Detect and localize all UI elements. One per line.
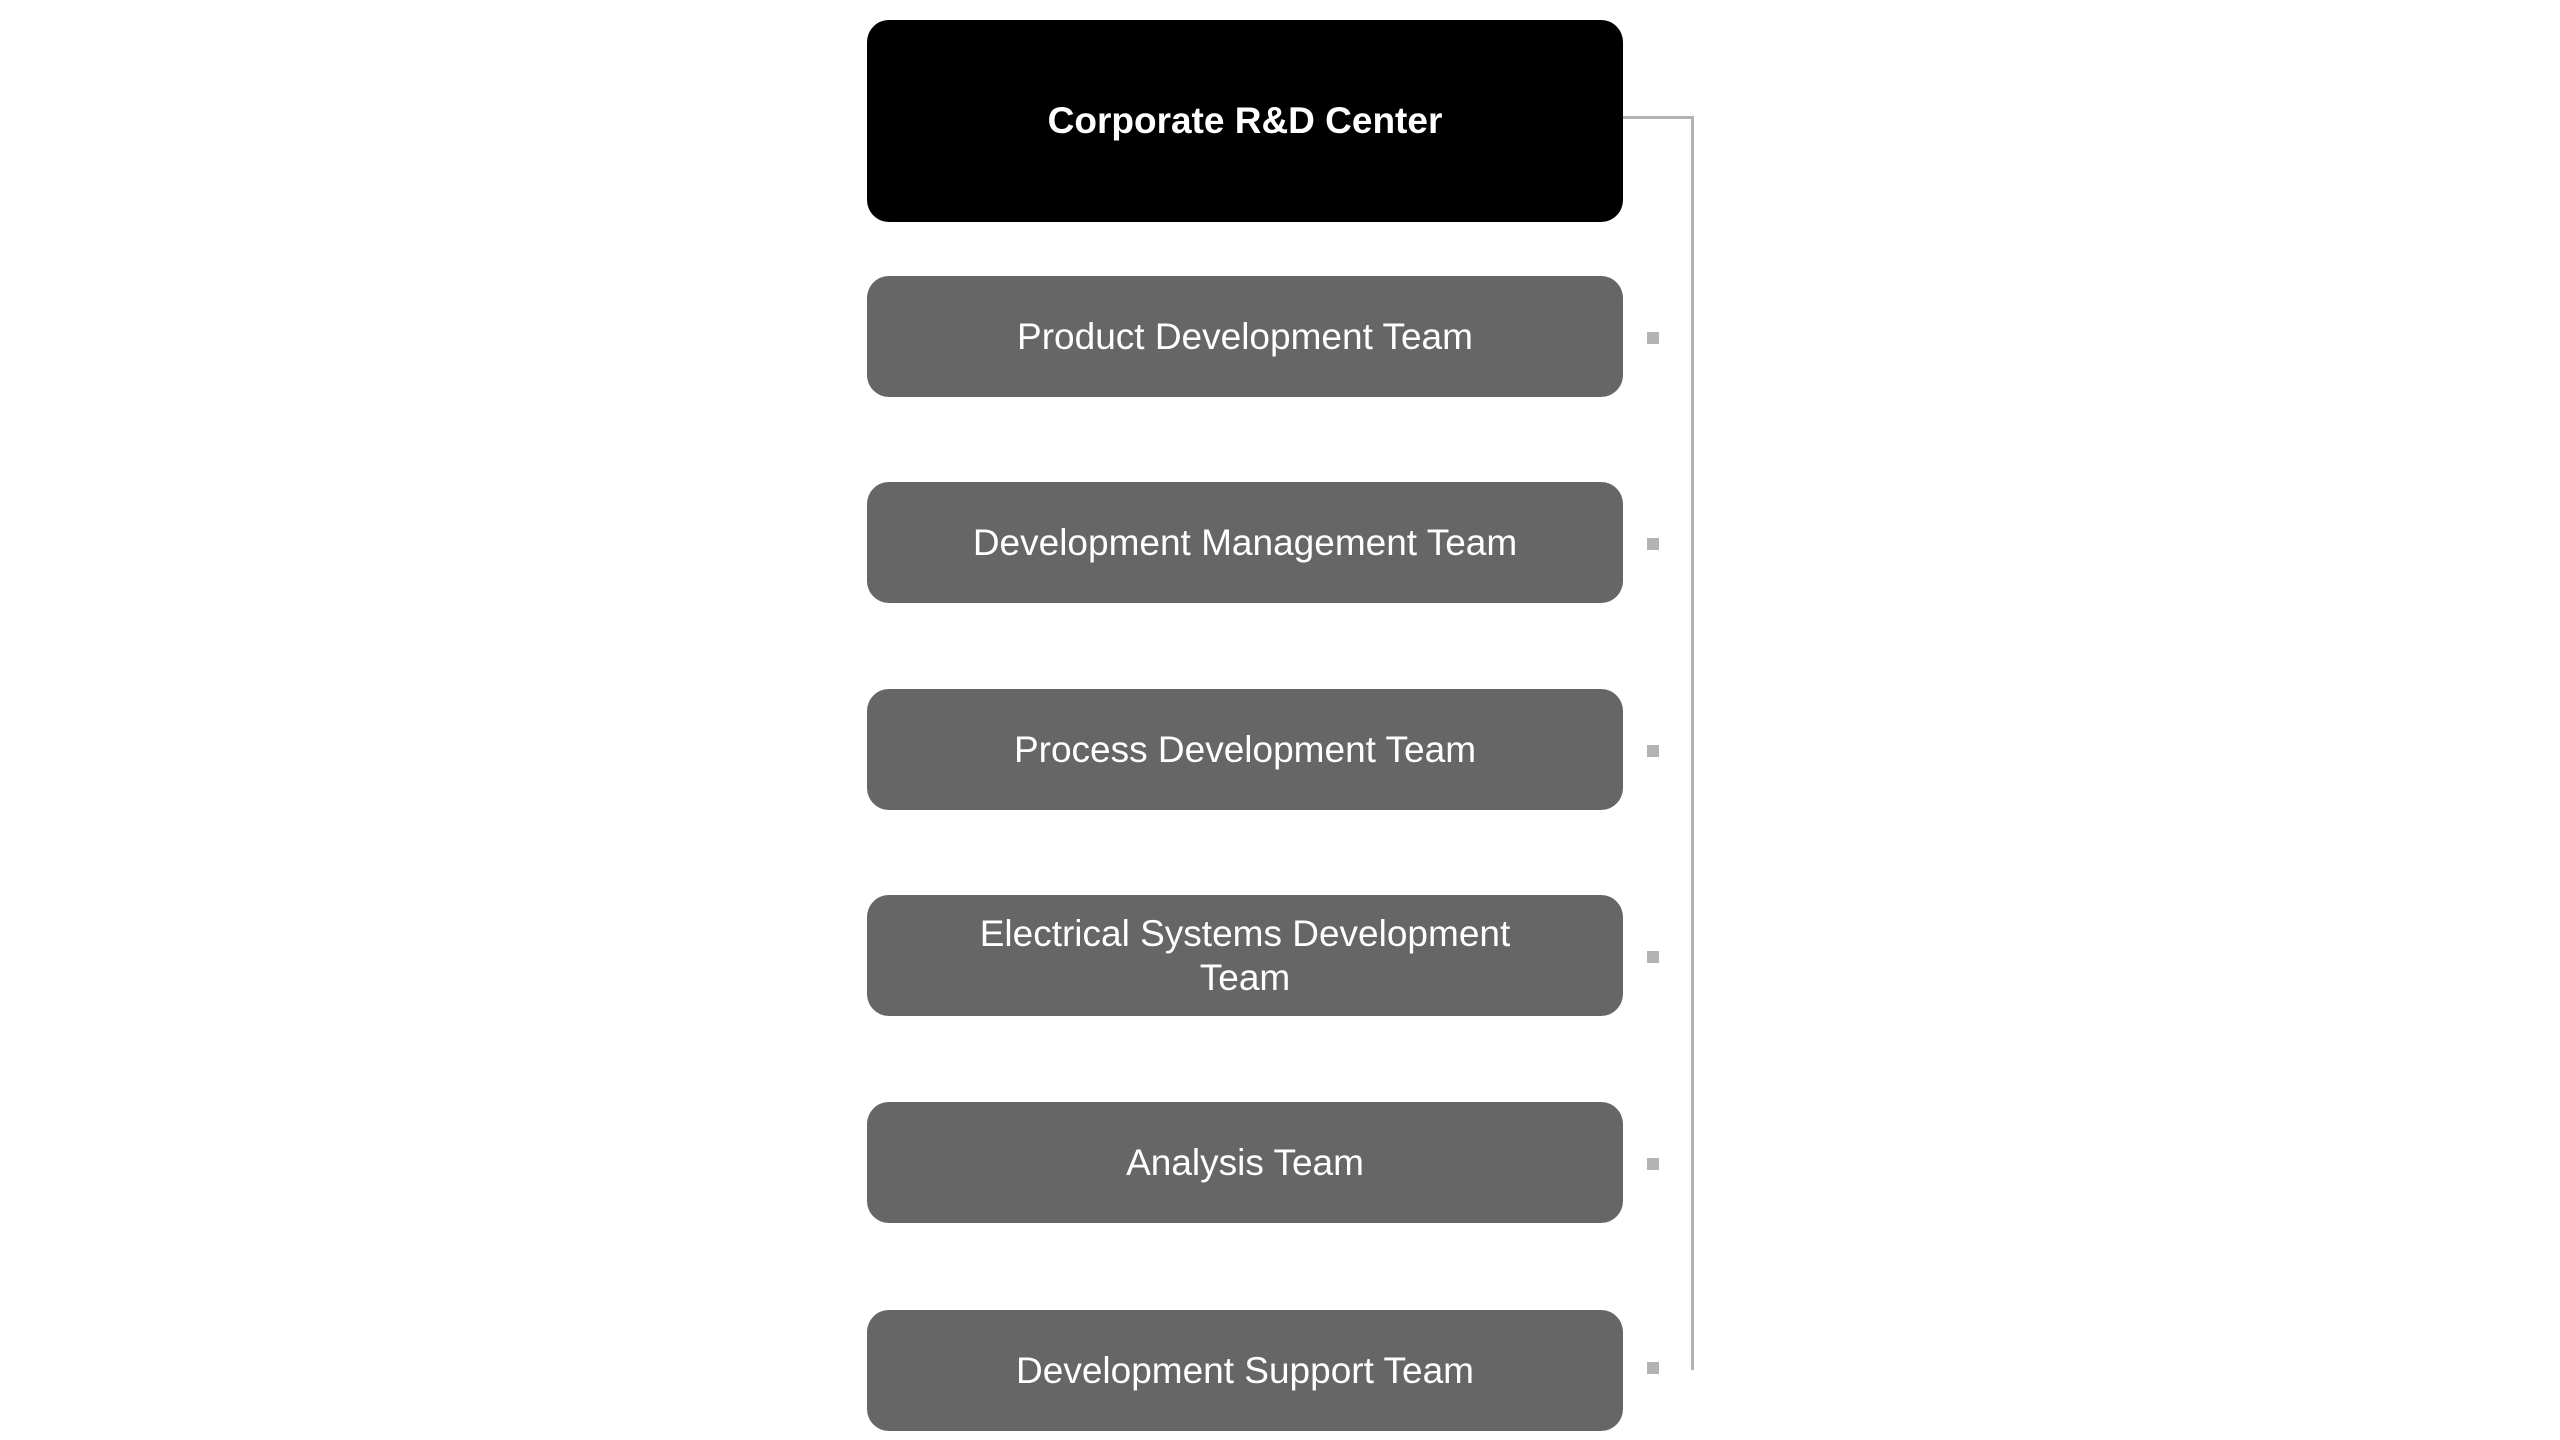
child-node-process-development[interactable]: Process Development Team <box>867 689 1623 810</box>
connector-marker <box>1647 332 1659 344</box>
child-node-label: Electrical Systems Development Team <box>979 912 1511 998</box>
connector-marker <box>1647 951 1659 963</box>
connector-marker <box>1647 745 1659 757</box>
connector-horizontal <box>1623 116 1694 119</box>
root-node-label: Corporate R&D Center <box>1047 100 1443 141</box>
child-node-label: Development Management Team <box>972 521 1518 563</box>
child-node-product-development[interactable]: Product Development Team <box>867 276 1623 397</box>
child-node-electrical-systems-development[interactable]: Electrical Systems Development Team <box>867 895 1623 1016</box>
root-node-corporate-rd-center[interactable]: Corporate R&D Center <box>867 20 1623 222</box>
child-node-analysis[interactable]: Analysis Team <box>867 1102 1623 1223</box>
child-node-label: Development Support Team <box>1016 1349 1474 1391</box>
child-node-label: Analysis Team <box>1126 1141 1364 1183</box>
child-node-development-support[interactable]: Development Support Team <box>867 1310 1623 1431</box>
connector-marker <box>1647 1158 1659 1170</box>
connector-marker <box>1647 538 1659 550</box>
child-node-label: Process Development Team <box>1013 728 1477 770</box>
child-node-label: Product Development Team <box>1017 315 1473 357</box>
connector-marker <box>1647 1362 1659 1374</box>
connector-vertical <box>1691 116 1694 1370</box>
child-node-development-management[interactable]: Development Management Team <box>867 482 1623 603</box>
